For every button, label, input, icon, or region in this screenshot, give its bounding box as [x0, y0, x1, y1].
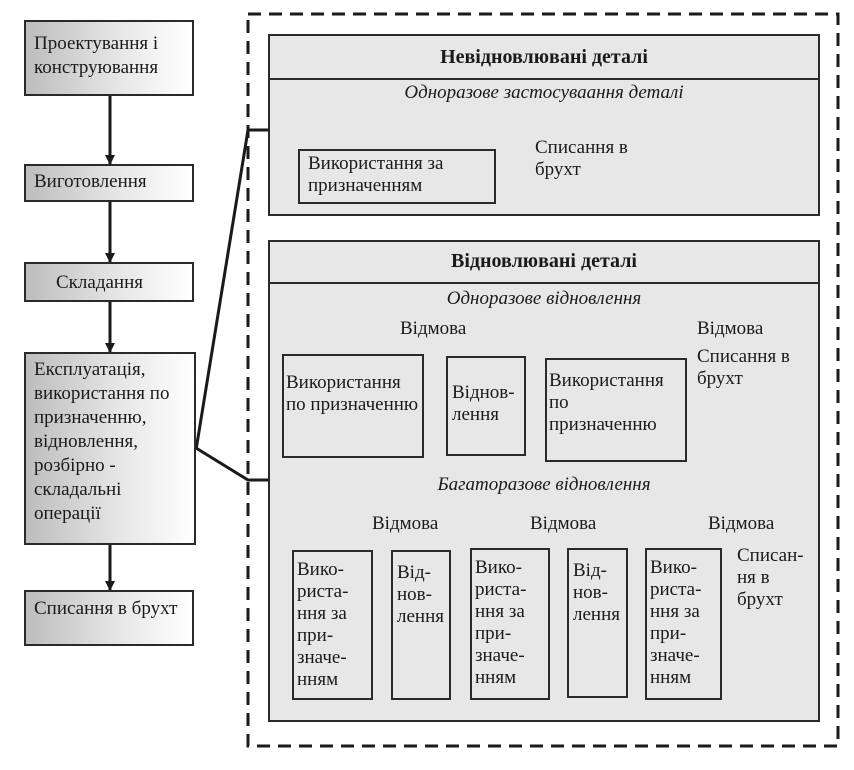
flow-step-assembly: Складання [24, 262, 194, 302]
scrap-label: Списання в брухт [697, 346, 790, 389]
restore-box: Від-нов-лення [391, 550, 451, 700]
use-box: Вико-риста-ння за при-значе-нням [470, 548, 550, 700]
use-box: Використання за призначенням [298, 149, 496, 204]
restore-box: Віднов-лення [446, 356, 526, 456]
dashed-frame [246, 12, 840, 748]
flow-step-design: Проектування і конструювання [24, 20, 194, 96]
zoom-line-bottom [195, 446, 270, 482]
flow-step-manufacturing: Виготовлення [24, 164, 194, 202]
multi-subtitle: Багаторазове відновлення [437, 474, 651, 495]
scrap-label: Списан-ня в брухт [737, 545, 804, 610]
failure-label: Відмова [372, 513, 439, 534]
failure-label: Відмова [400, 318, 467, 339]
single-subtitle: Одноразове відновлення [446, 288, 642, 309]
use-box: Використання по призначенню [282, 354, 424, 458]
flow-step-scrap: Списання в брухт [24, 590, 194, 646]
zoom-line-top [194, 128, 270, 451]
panel-title: Відновлювані деталі [270, 242, 818, 284]
flow-step-operation: Експлуатація, використання по призначенн… [24, 352, 196, 545]
scrap-label: Списання в брухт [535, 137, 628, 180]
panel-title: Невідновлювані деталі [270, 36, 818, 80]
failure-label: Відмова [708, 513, 775, 534]
use-box: Вико-риста-ння за при-значе-нням [292, 550, 373, 700]
failure-label: Відмова [530, 513, 597, 534]
failure-label: Відмова [697, 318, 764, 339]
use-box: Використання по призначенню [545, 358, 687, 462]
use-box: Вико-риста-ння за при-значе-нням [645, 548, 722, 700]
restore-box: Від-нов-лення [567, 548, 628, 698]
panel-subtitle: Одноразове застосуваання деталі [404, 82, 684, 103]
